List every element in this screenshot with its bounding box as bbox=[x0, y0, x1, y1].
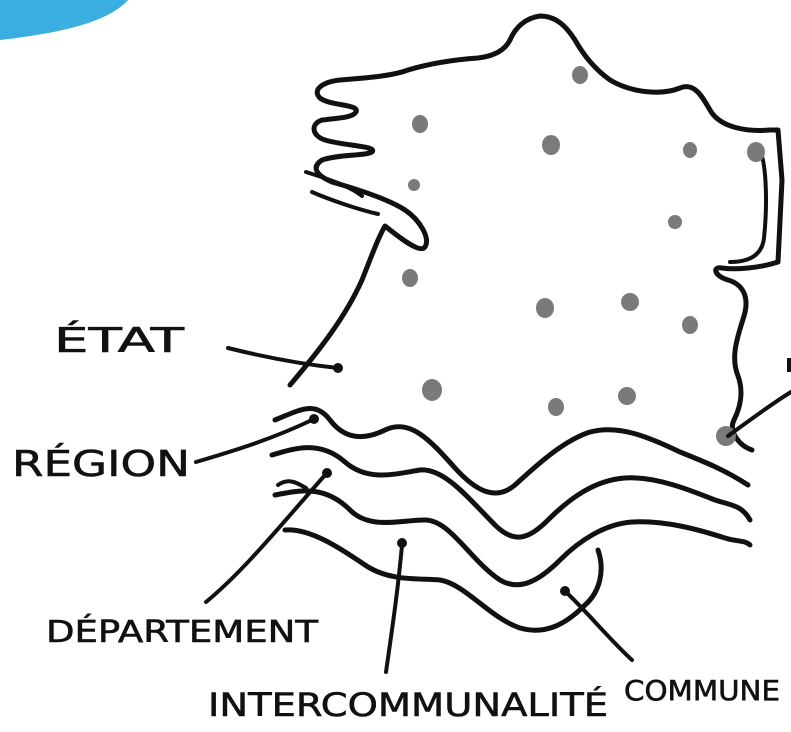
pointer-departement bbox=[206, 474, 326, 602]
region-boundary bbox=[275, 408, 748, 493]
pointer-commune-dot bbox=[560, 586, 570, 596]
city-dot bbox=[668, 215, 682, 229]
city-dot bbox=[747, 142, 765, 162]
pointer-etat-dot bbox=[333, 363, 343, 373]
pointer-intercommunalite-dot bbox=[397, 538, 407, 548]
city-dots bbox=[402, 66, 765, 446]
city-dot bbox=[542, 135, 560, 155]
city-dot bbox=[422, 379, 442, 401]
city-dot bbox=[618, 387, 636, 405]
label-intercommunalite: INTERCOMMUNALITÉ bbox=[208, 686, 608, 724]
pointer-commune bbox=[566, 592, 632, 660]
country-outline bbox=[290, 16, 782, 450]
city-dot bbox=[621, 293, 639, 311]
label-commune: COMMUNE bbox=[624, 674, 780, 707]
city-dot bbox=[572, 66, 588, 84]
pointer-departement-dot bbox=[322, 468, 332, 478]
label-region: RÉGION bbox=[12, 443, 190, 485]
city-dot bbox=[682, 316, 698, 334]
pointer-intercommunalite bbox=[386, 545, 402, 672]
pointer-etat bbox=[228, 348, 338, 368]
city-dot bbox=[408, 179, 420, 191]
city-dot bbox=[683, 142, 697, 158]
east-border-inner bbox=[730, 148, 766, 262]
pointer-region bbox=[196, 420, 312, 462]
pointer-region-dot bbox=[309, 414, 319, 424]
label-departement: DÉPARTEMENT bbox=[46, 614, 319, 650]
city-dot bbox=[548, 398, 564, 416]
city-dot bbox=[412, 115, 428, 133]
commune-boundary bbox=[285, 530, 601, 630]
city-dot bbox=[402, 269, 418, 287]
left-tick bbox=[278, 481, 306, 488]
cropped-mark bbox=[787, 358, 791, 372]
corner-blob bbox=[0, 0, 128, 40]
city-dot bbox=[536, 298, 554, 318]
label-etat: ÉTAT bbox=[54, 320, 184, 361]
